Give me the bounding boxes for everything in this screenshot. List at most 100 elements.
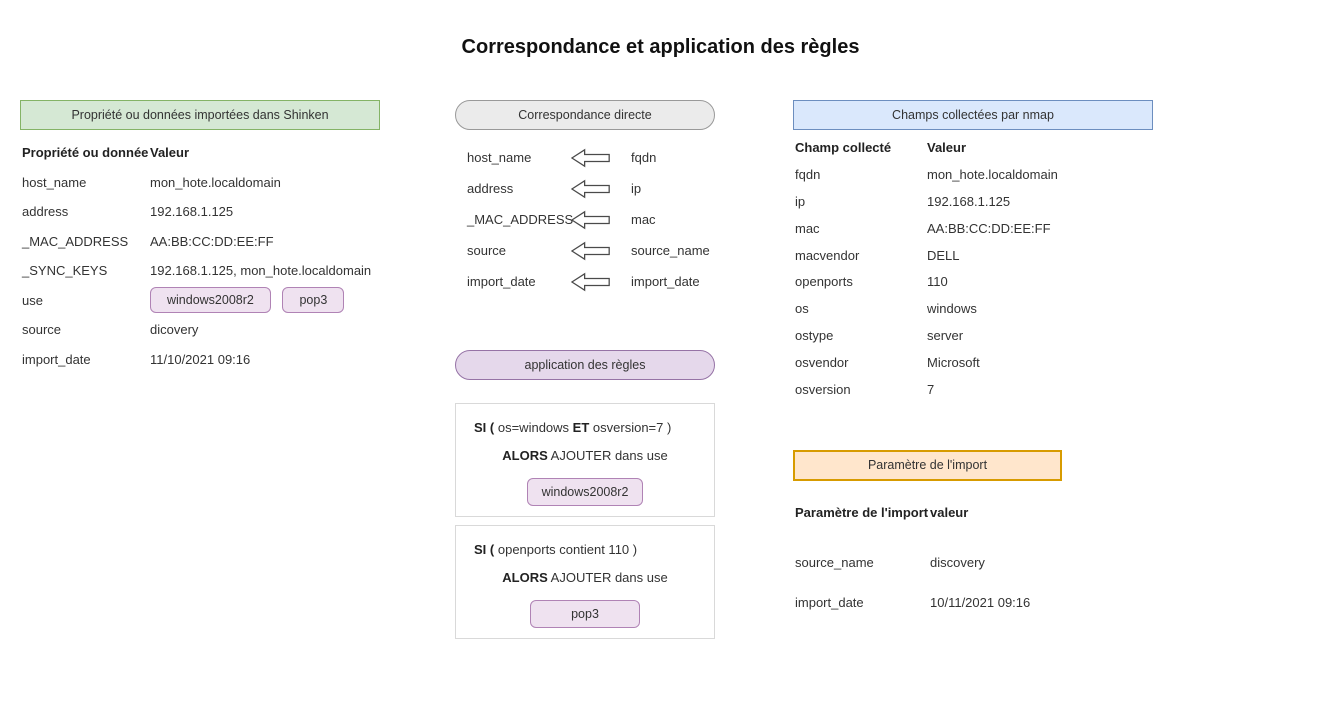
mapping-row: host_name fqdn <box>455 142 715 173</box>
row-label: host_name <box>22 174 87 190</box>
keyword-alors: ALORS <box>502 570 548 585</box>
keyword-si: SI ( <box>474 420 495 435</box>
row-value: mon_hote.localdomain <box>150 174 281 190</box>
row-value: server <box>927 328 964 344</box>
mapping-source: source_name <box>631 243 710 258</box>
table-row: fqdn mon_hote.localdomain <box>795 161 1153 188</box>
row-label: use <box>22 292 43 308</box>
mapping-target: _MAC_ADDRESS <box>467 212 574 227</box>
table-row: ip 192.168.1.125 <box>795 188 1153 215</box>
row-label: _SYNC_KEYS <box>22 263 108 279</box>
row-value: AA:BB:CC:DD:EE:FF <box>150 233 274 249</box>
condition-b: osversion=7 ) <box>592 420 672 435</box>
row-value: 192.168.1.125 <box>150 204 234 220</box>
table-row: source dicovery <box>22 315 380 345</box>
mapping-source: ip <box>631 181 642 196</box>
keyword-et: ET <box>572 420 590 435</box>
mapping-row: source source_name <box>455 235 715 266</box>
column-header-value: Valeur <box>150 145 190 161</box>
column-header-value: Valeur <box>927 139 967 155</box>
rule-action: ALORS AJOUTER dans use <box>456 570 714 588</box>
condition-a: os=windows <box>497 420 570 435</box>
table-row: _MAC_ADDRESS AA:BB:CC:DD:EE:FF <box>22 227 380 257</box>
column-header-param: Paramètre de l'import <box>795 504 929 520</box>
tag-windows2008r2[interactable]: windows2008r2 <box>150 287 271 314</box>
table-row-use: use windows2008r2 pop3 <box>22 286 380 316</box>
row-value: 11/10/2021 09:16 <box>150 351 251 367</box>
row-label: fqdn <box>795 166 821 182</box>
shinken-panel-header: Propriété ou données importées dans Shin… <box>20 100 380 130</box>
row-value: DELL <box>927 247 960 263</box>
action-text: AJOUTER dans use <box>550 570 668 585</box>
tag-windows2008r2[interactable]: windows2008r2 <box>526 478 644 506</box>
left-arrow-icon <box>571 147 631 169</box>
rule-action: ALORS AJOUTER dans use <box>456 448 714 466</box>
row-label: ip <box>795 193 806 209</box>
shinken-property-table: Propriété ou donnée Valeur host_name mon… <box>22 138 380 374</box>
direct-mapping-header: Correspondance directe <box>455 100 715 130</box>
rule-condition: SI ( openports contient 110 ) <box>474 542 714 560</box>
rules-header: application des règles <box>455 350 715 380</box>
row-label: import_date <box>795 594 864 610</box>
keyword-alors: ALORS <box>502 448 548 463</box>
table-row: os windows <box>795 295 1153 322</box>
row-value: Microsoft <box>927 355 980 371</box>
mapping-target: import_date <box>467 274 536 289</box>
row-label: _MAC_ADDRESS <box>22 233 129 249</box>
row-label: macvendor <box>795 247 860 263</box>
rule-box-2: SI ( openports contient 110 ) ALORS AJOU… <box>455 525 715 639</box>
use-tags: windows2008r2 pop3 <box>150 287 380 314</box>
column-header-field: Champ collecté <box>795 139 892 155</box>
left-arrow-icon <box>571 178 631 200</box>
mapping-source: mac <box>631 212 656 227</box>
table-row: osversion 7 <box>795 376 1153 403</box>
table-header-row: Champ collecté Valeur <box>795 134 1153 161</box>
row-label: source_name <box>795 554 874 570</box>
page-title: Correspondance et application des règles <box>461 36 860 58</box>
row-value: 192.168.1.125 <box>927 193 1011 209</box>
row-label: osversion <box>795 381 851 397</box>
table-row: _SYNC_KEYS 192.168.1.125, mon_hote.local… <box>22 256 380 286</box>
table-row: import_date 10/11/2021 09:16 <box>795 582 1153 622</box>
table-row: osvendor Microsoft <box>795 349 1153 376</box>
tag-pop3[interactable]: pop3 <box>282 287 345 314</box>
row-label: openports <box>795 274 853 290</box>
action-text: AJOUTER dans use <box>550 448 668 463</box>
table-row: address 192.168.1.125 <box>22 197 380 227</box>
import-params-table: Paramètre de l'import valeur source_name… <box>795 492 1153 622</box>
mapping-row: import_date import_date <box>455 266 715 297</box>
tag-pop3[interactable]: pop3 <box>530 600 640 628</box>
nmap-fields-table: Champ collecté Valeur fqdn mon_hote.loca… <box>795 134 1153 403</box>
row-label: address <box>22 204 69 220</box>
row-value: 110 <box>927 274 948 290</box>
left-arrow-icon <box>571 240 631 262</box>
table-header-row: Paramètre de l'import valeur <box>795 492 1153 532</box>
table-row: import_date 11/10/2021 09:16 <box>22 345 380 375</box>
rule-box-1: SI ( os=windows ET osversion=7 ) ALORS A… <box>455 403 715 517</box>
mapping-row: _MAC_ADDRESS mac <box>455 204 715 235</box>
column-header-value: valeur <box>930 504 969 520</box>
mapping-source: fqdn <box>631 150 657 165</box>
rule-condition: SI ( os=windows ET osversion=7 ) <box>474 420 714 438</box>
row-label: osvendor <box>795 355 849 371</box>
row-label: os <box>795 301 809 317</box>
row-value: windows <box>927 301 977 317</box>
row-value: discovery <box>930 554 985 570</box>
table-header-row: Propriété ou donnée Valeur <box>22 138 380 168</box>
mapping-target: host_name <box>467 150 532 165</box>
table-row: host_name mon_hote.localdomain <box>22 168 380 198</box>
row-label: mac <box>795 220 820 236</box>
row-label: source <box>22 322 62 338</box>
row-value: 10/11/2021 09:16 <box>930 594 1031 610</box>
row-value: dicovery <box>150 322 199 338</box>
column-header-property: Propriété ou donnée <box>22 145 149 161</box>
rule-tag-wrap: windows2008r2 <box>456 478 714 506</box>
row-value: 7 <box>927 381 935 397</box>
mapping-source: import_date <box>631 274 700 289</box>
condition-a: openports contient 110 ) <box>497 542 638 557</box>
table-row: mac AA:BB:CC:DD:EE:FF <box>795 215 1153 242</box>
row-value: 192.168.1.125, mon_hote.localdomain <box>150 263 372 279</box>
left-arrow-icon <box>571 209 631 231</box>
table-row: source_name discovery <box>795 542 1153 582</box>
